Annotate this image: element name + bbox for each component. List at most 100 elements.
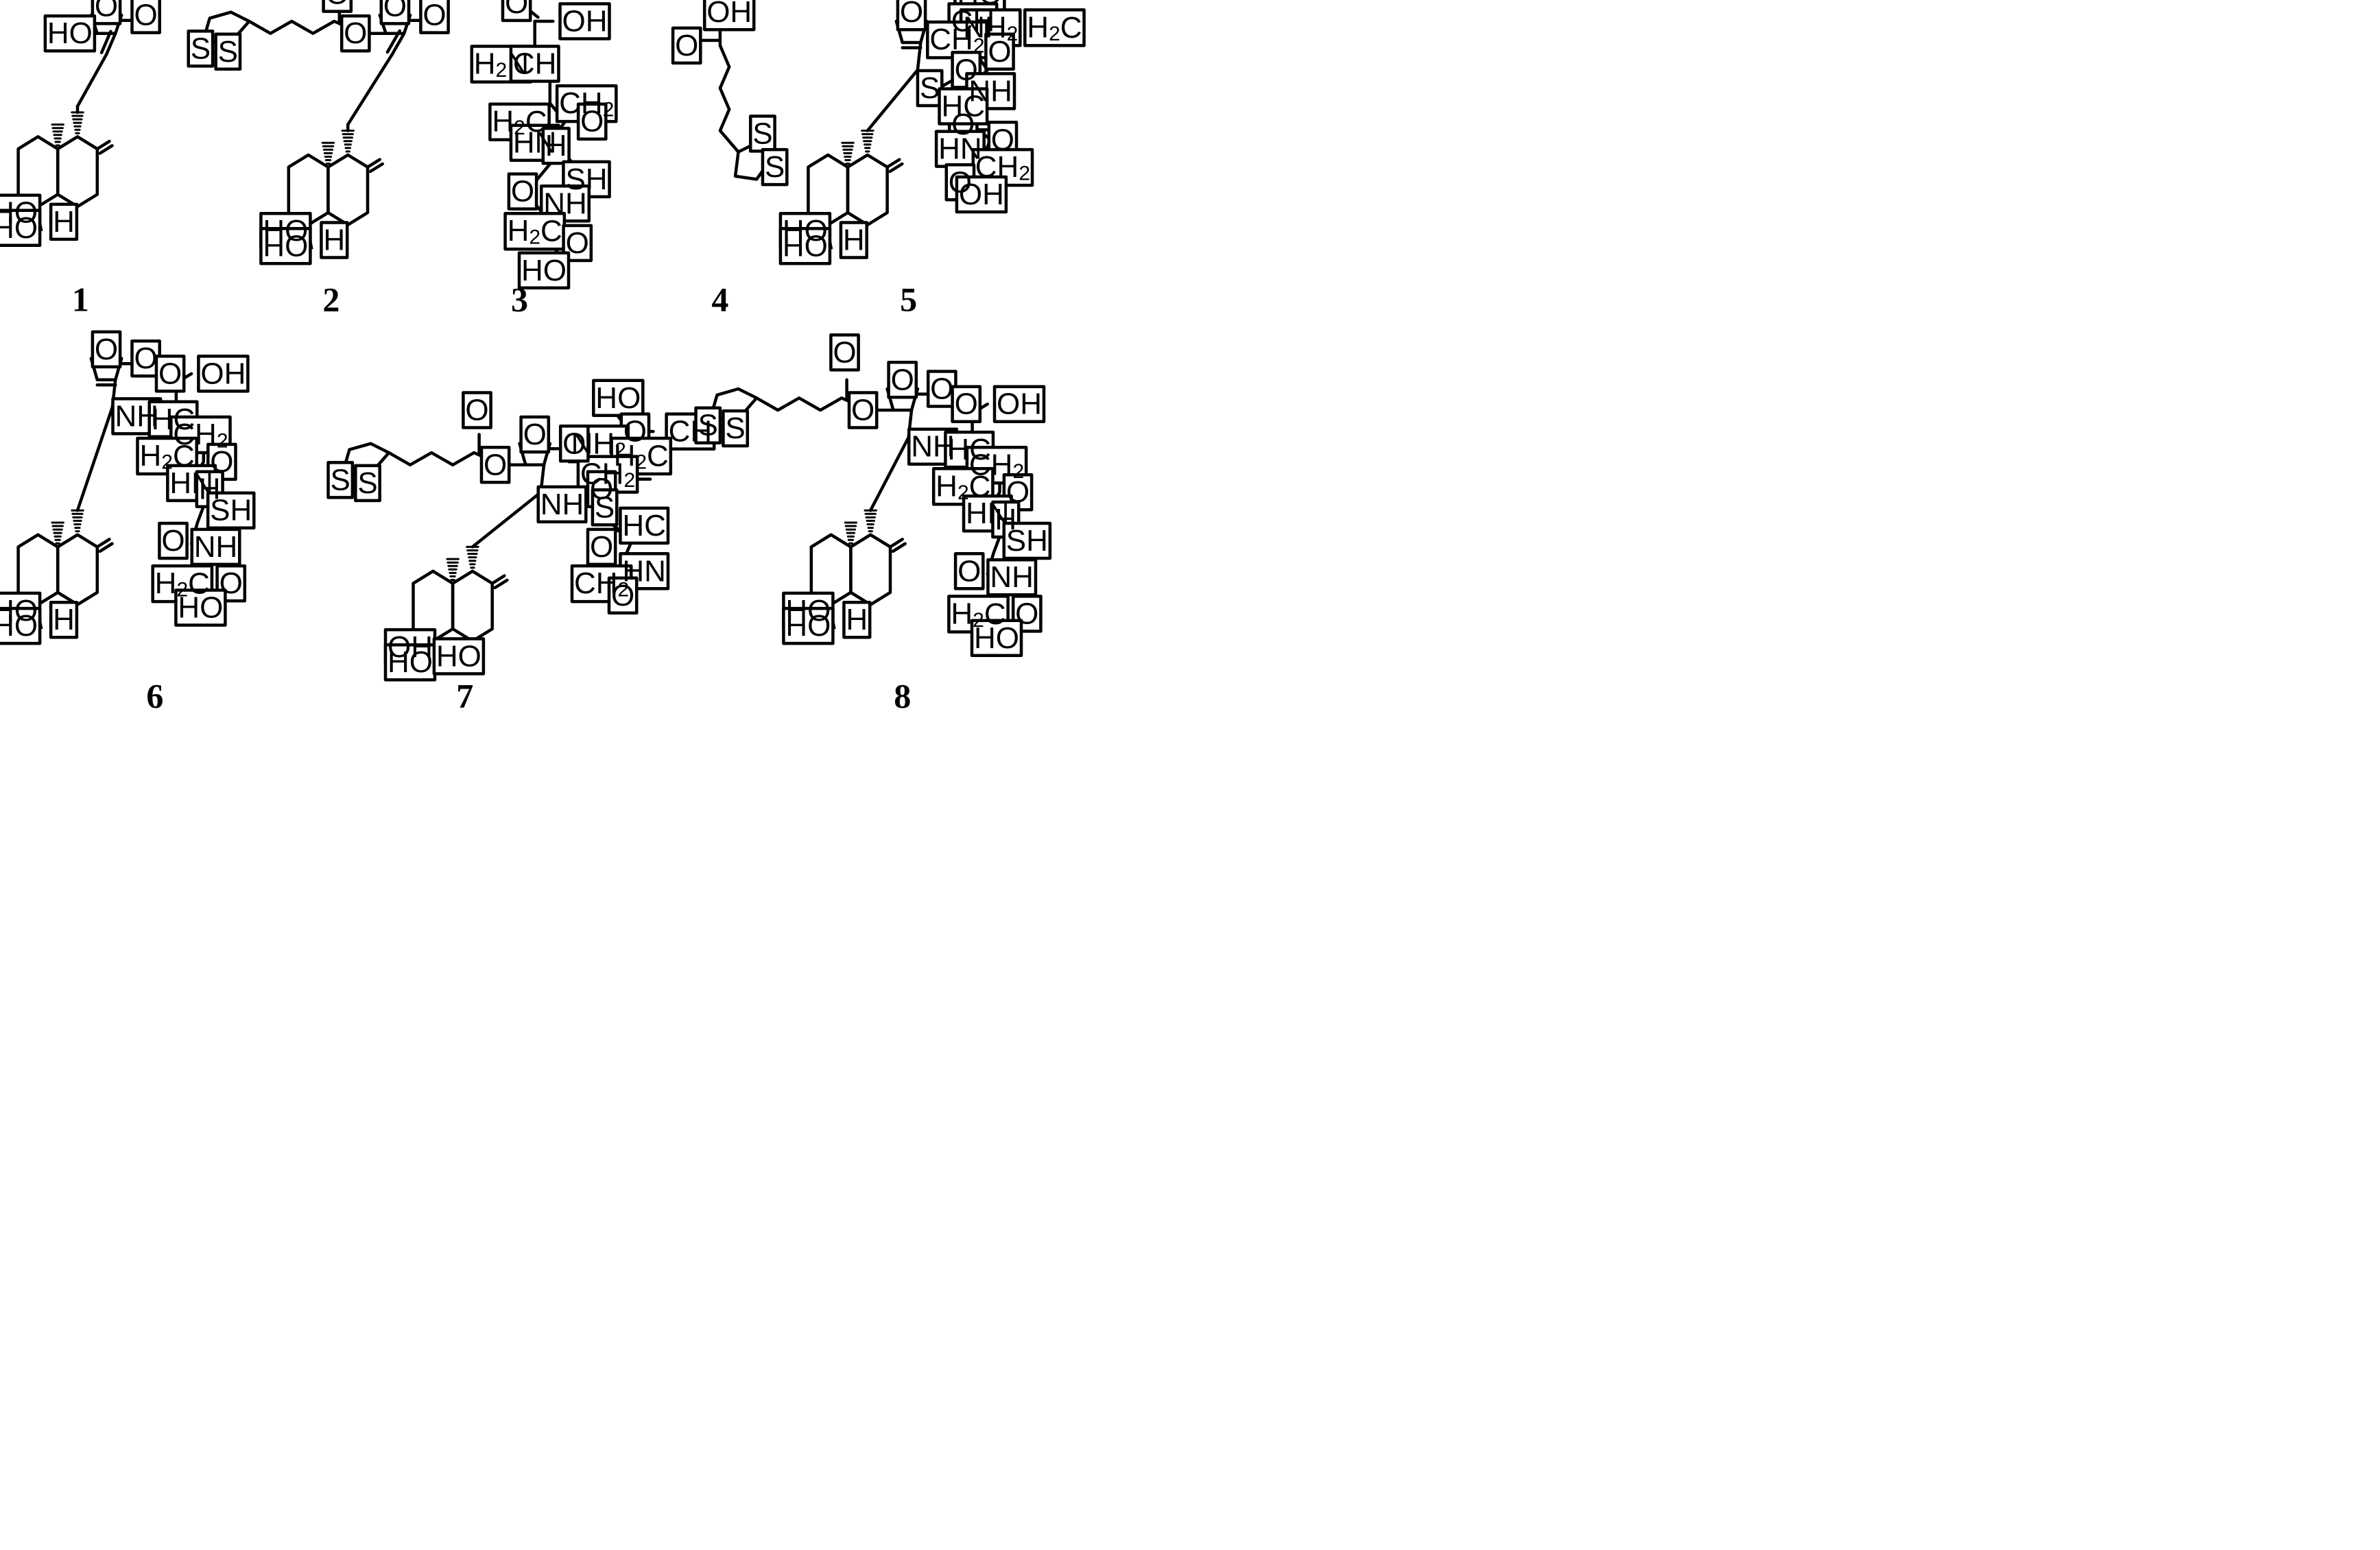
atom-label: HO — [0, 609, 38, 643]
compound-number: 1 — [72, 280, 89, 318]
atom-label: NH — [115, 399, 159, 433]
atom-label: O — [955, 388, 978, 421]
bond — [888, 538, 904, 549]
label-tail: C — [1060, 10, 1082, 44]
atom-label: S — [765, 150, 785, 184]
label-mask — [591, 488, 619, 527]
label-layer: OOHOHOHOH1OOOOSSHOHOH2OOHH2NCHCH2H2COHNH… — [0, 0, 1082, 715]
label-mask — [174, 588, 227, 627]
atom-label: H — [843, 224, 865, 257]
label-mask — [558, 425, 590, 463]
atom-label: H — [846, 603, 868, 636]
label-tail: C — [984, 597, 1006, 630]
bond — [888, 162, 904, 174]
label-mask — [49, 600, 79, 639]
label-mask — [938, 87, 989, 126]
atom-label: SH — [210, 494, 252, 527]
atom-label: S — [357, 466, 377, 500]
label-mask — [955, 175, 1008, 214]
atom-label: NH — [543, 187, 587, 220]
label-mask — [320, 221, 349, 259]
compound-number: 6 — [146, 677, 163, 715]
atom-label: S — [698, 409, 718, 442]
subscript: 2 — [496, 59, 508, 82]
bond — [368, 162, 384, 174]
label-mask — [49, 202, 79, 241]
atom-label: O — [423, 0, 446, 32]
subscript: 2 — [957, 481, 969, 503]
atom-label: O — [991, 123, 1014, 156]
subscript: 2 — [615, 438, 626, 461]
atom-label: H — [995, 503, 1016, 536]
atom-label: O — [590, 473, 613, 506]
label-mask — [340, 14, 371, 53]
subscript: 2 — [603, 98, 615, 121]
label-mask — [992, 385, 1046, 423]
atom-label: HO — [785, 609, 831, 643]
label-mask — [322, 0, 353, 13]
atom-label: O — [383, 0, 407, 23]
label-mask — [354, 464, 381, 503]
atom-label: HO — [47, 16, 93, 50]
atom-label: O — [955, 53, 978, 86]
label-mask — [519, 415, 551, 454]
atom-label: O — [623, 415, 647, 449]
compound-number: 5 — [900, 280, 917, 318]
atom-label: H2C — [614, 439, 669, 473]
ring-bond — [846, 153, 889, 227]
atom-label: O — [900, 0, 923, 29]
bond — [75, 32, 117, 108]
subscript: 2 — [618, 578, 630, 601]
atom-label: H — [53, 205, 75, 239]
atom-label: O — [949, 165, 972, 199]
label-mask — [778, 227, 832, 265]
atom-label: OH — [959, 178, 1004, 211]
atom-label: HO — [974, 621, 1019, 655]
subscript: 2 — [623, 469, 635, 492]
atom-label: O — [505, 0, 528, 20]
atom-label: NH — [194, 530, 238, 564]
atom-label: HO — [178, 591, 223, 625]
bond — [95, 139, 111, 151]
atom-label: NH — [911, 430, 955, 464]
atom-label: OH — [388, 630, 433, 664]
label-mask — [782, 606, 835, 645]
subscript: 2 — [176, 578, 188, 601]
label-mask — [558, 2, 611, 40]
atom-label: O — [484, 448, 507, 481]
bond — [490, 574, 506, 585]
atom-label: O — [95, 0, 118, 23]
label-mask — [536, 485, 588, 524]
atom-label: S — [920, 71, 940, 105]
atom-label: S — [331, 463, 350, 497]
label-mask — [694, 406, 722, 444]
atom-label: O — [566, 226, 589, 260]
label-mask — [432, 637, 486, 676]
atom-label: S — [218, 35, 238, 69]
atom-label: O — [1006, 475, 1030, 509]
atom-label: O — [1015, 597, 1038, 630]
atom-label: HO — [957, 0, 1002, 11]
atom-label: CH — [513, 47, 557, 81]
label-mask — [829, 333, 860, 372]
bond — [866, 40, 923, 132]
label-mask — [847, 391, 879, 429]
atom-label: SH — [1006, 524, 1048, 558]
atom-label: CH — [669, 415, 713, 449]
label-tail: C — [540, 214, 562, 248]
label-mask — [509, 45, 560, 83]
ring-bond — [56, 135, 99, 208]
atom-label: O — [951, 108, 975, 141]
atom-label: CH2 — [969, 448, 1024, 482]
atom-label: O — [134, 0, 157, 32]
atom-label: O — [675, 29, 698, 62]
label-mask — [154, 355, 186, 393]
ring-bond — [451, 569, 494, 643]
subscript: 2 — [1007, 22, 1019, 45]
atom-label: HO — [388, 645, 433, 679]
label-tail: C — [188, 567, 210, 600]
atom-label: O — [465, 394, 488, 427]
atom-label: NH — [968, 74, 1012, 108]
atom-label: O — [161, 524, 185, 558]
atom-label: OH — [200, 357, 246, 390]
